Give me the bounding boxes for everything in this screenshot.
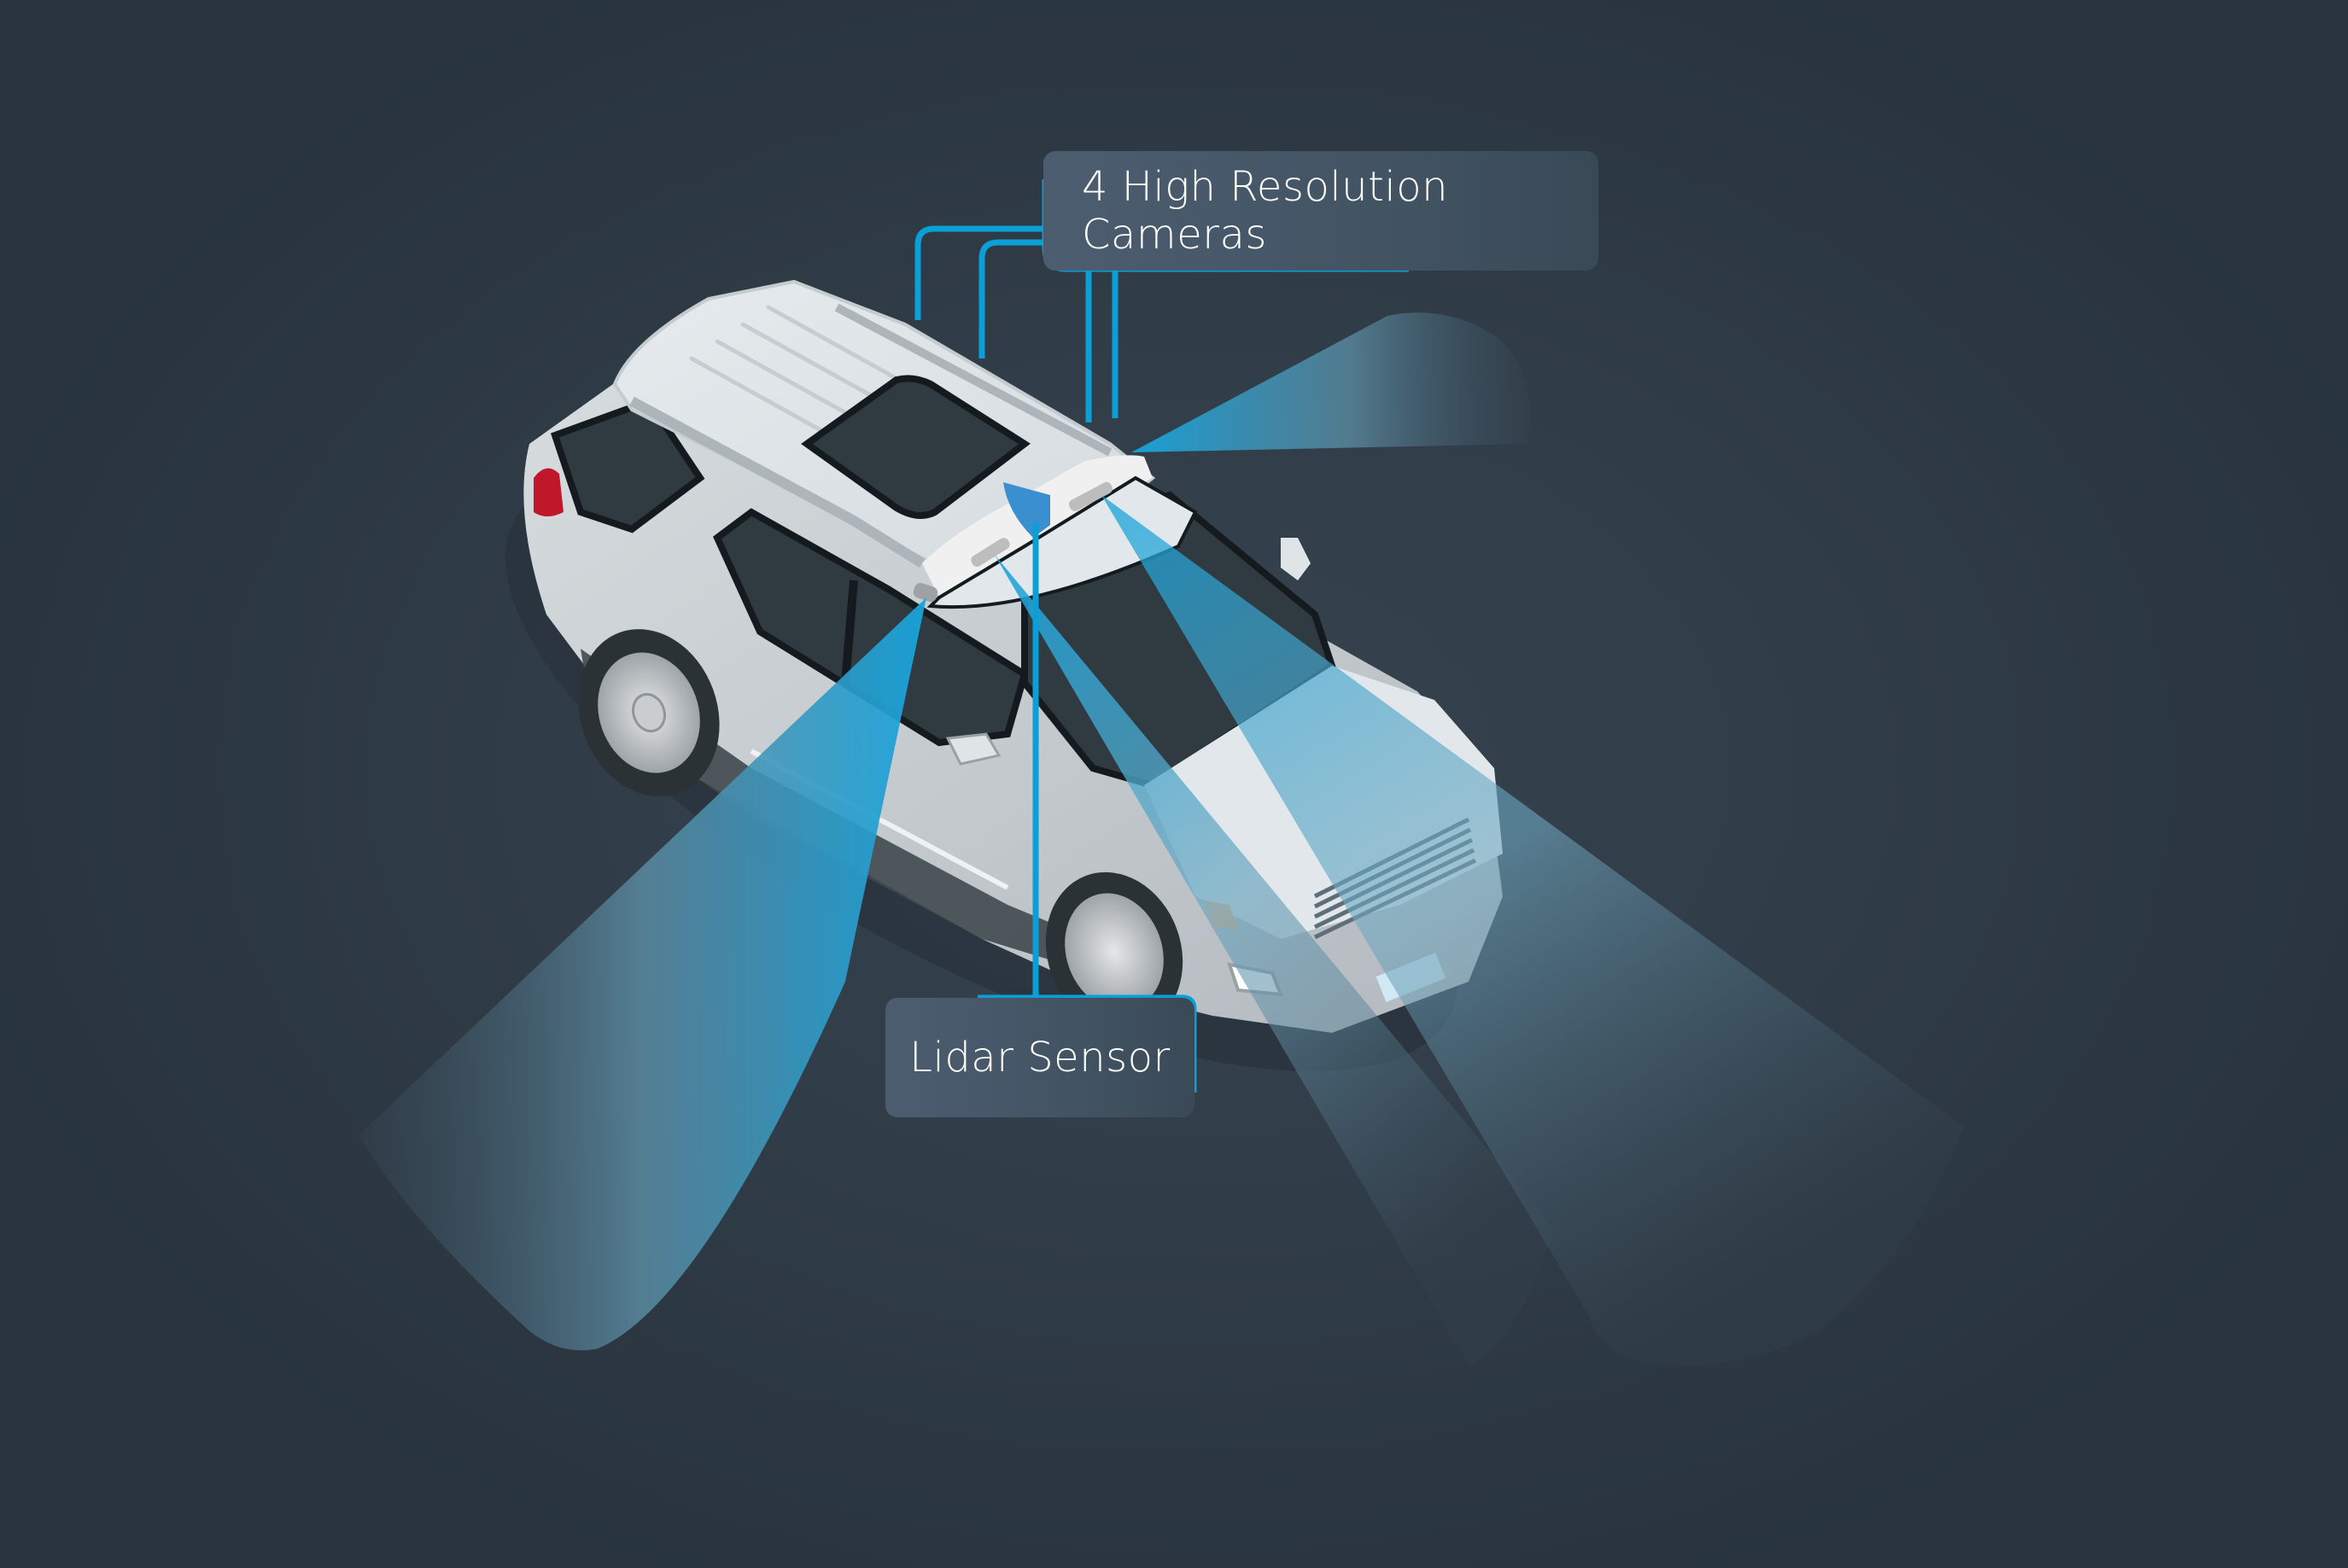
front-wheel <box>1045 871 1183 1032</box>
rear-wheel <box>578 629 720 796</box>
lidar-callout: Lidar Sensor <box>885 998 1194 1117</box>
sunroof <box>801 375 1031 519</box>
beam-rear-left <box>359 597 926 1350</box>
beam-side-right <box>1131 312 1530 452</box>
beam-front-left <box>995 555 1554 1366</box>
side-mirror-right <box>1281 538 1311 580</box>
taillight <box>534 468 564 516</box>
beam-front-right <box>1101 495 1964 1366</box>
lidar-label: Lidar Sensor <box>909 1034 1171 1081</box>
cameras-callout: 4 High Resolution Cameras <box>1043 151 1598 271</box>
cameras-label: 4 High Resolution Cameras <box>1082 163 1449 259</box>
side-mirror-left <box>945 732 1002 766</box>
